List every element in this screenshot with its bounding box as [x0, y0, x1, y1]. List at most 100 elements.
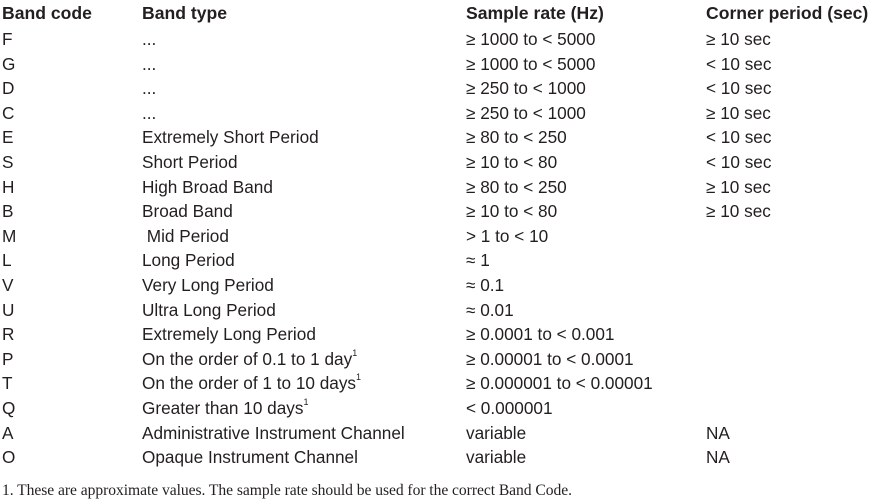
table-row: U Ultra Long Period ≈ 0.01 — [0, 298, 889, 323]
band-type-text: Opaque Instrument Channel — [142, 447, 358, 468]
band-type-cell: Very Long Period — [142, 273, 274, 298]
band-type-text: ... — [142, 29, 157, 49]
sample-rate-cell: ≈ 1 — [466, 250, 490, 271]
band-type-cell: On the order of 0.1 to 1 day1 — [142, 347, 357, 372]
band-code-cell: A — [2, 422, 14, 443]
corner-period-cell: < 10 sec — [706, 151, 772, 172]
sample-rate-cell: ≥ 250 to < 1000 — [466, 78, 586, 99]
table-row: V Very Long Period ≈ 0.1 — [0, 273, 889, 298]
sample-rate-cell: ≥ 1000 to < 5000 — [466, 29, 596, 49]
table-row: E Extremely Short Period ≥ 80 to < 250 < 10… — [0, 125, 889, 150]
band-type-cell: Mid Period — [142, 224, 229, 249]
band-type-text: ... — [142, 53, 157, 74]
band-type-text: Greater than 10 days — [142, 397, 304, 418]
sample-rate-cell: ≥ 80 to < 250 — [466, 127, 567, 148]
band-type-text: ... — [142, 102, 157, 123]
band-code-cell: E — [2, 127, 14, 148]
header-sample-rate: Sample rate (Hz) — [466, 3, 604, 23]
band-code-cell: S — [2, 151, 14, 172]
sample-rate-cell: ≥ 0.000001 to < 0.00001 — [466, 373, 653, 394]
table-row: F... ≥ 1000 to < 5000 ≥ 10 sec — [0, 27, 889, 52]
band-type-text: Mid Period — [142, 225, 229, 246]
band-type-cell: ... — [142, 27, 156, 52]
corner-period-cell: ≥ 10 sec — [706, 29, 771, 49]
band-type-text: On the order of 0.1 to 1 day — [142, 348, 353, 369]
table-row: R Extremely Long Period ≥ 0.0001 to < 0.00… — [0, 322, 889, 347]
corner-period-cell: < 10 sec — [706, 78, 772, 99]
band-type-text: Extremely Short Period — [142, 127, 319, 148]
band-type-cell: On the order of 1 to 10 days1 — [142, 371, 361, 396]
sample-rate-cell: > 1 to < 10 — [466, 225, 549, 246]
sample-rate-cell: variable — [466, 422, 527, 443]
band-code-cell: C — [2, 102, 15, 123]
footnote-marker: 1 — [352, 347, 358, 358]
sample-rate-cell: ≥ 0.0001 to < 0.001 — [466, 324, 615, 345]
table-row: D... ≥ 250 to < 1000 < 10 sec — [0, 76, 889, 101]
band-type-text: Very Long Period — [142, 274, 274, 295]
band-code-cell: U — [2, 299, 15, 320]
sample-rate-cell: ≥ 0.00001 to < 0.0001 — [466, 348, 634, 369]
band-code-cell: B — [2, 201, 14, 222]
header-band-type: Band type — [142, 3, 228, 23]
band-code-cell: H — [2, 176, 15, 197]
band-type-text: Extremely Long Period — [142, 324, 316, 345]
corner-period-cell: < 10 sec — [706, 127, 772, 148]
band-code-cell: O — [2, 447, 16, 468]
band-type-cell: Opaque Instrument Channel — [142, 445, 358, 470]
band-code-cell: T — [2, 373, 13, 394]
footnote: 1. These are approximate values. The sam… — [2, 482, 572, 499]
table-header-row: Band code Band type Sample rate (Hz) Cor… — [0, 0, 889, 27]
band-code-table: Band code Band type Sample rate (Hz) Cor… — [0, 0, 889, 470]
band-code-cell: P — [2, 348, 14, 369]
band-code-cell: F — [2, 29, 13, 49]
band-type-cell: ... — [142, 52, 156, 77]
band-type-text: ... — [142, 78, 157, 99]
table-row: A Administrative Instrument Channel variab… — [0, 421, 889, 446]
band-code-cell: Q — [2, 397, 16, 418]
band-type-cell: Long Period — [142, 248, 235, 273]
band-type-text: High Broad Band — [142, 176, 273, 197]
band-code-cell: L — [2, 250, 12, 271]
sample-rate-cell: ≥ 1000 to < 5000 — [466, 53, 596, 74]
table-row: C... ≥ 250 to < 1000 ≥ 10 sec — [0, 101, 889, 126]
band-type-cell: Administrative Instrument Channel — [142, 421, 405, 446]
sample-rate-cell: ≥ 80 to < 250 — [466, 176, 567, 197]
corner-period-cell: ≥ 10 sec — [706, 102, 771, 123]
band-type-cell: Extremely Long Period — [142, 322, 316, 347]
band-type-text: Short Period — [142, 151, 238, 172]
sample-rate-cell: ≥ 10 to < 80 — [466, 201, 558, 222]
footnote-marker: 1 — [356, 372, 362, 383]
band-type-cell: Broad Band — [142, 199, 233, 224]
corner-period-cell: < 10 sec — [706, 53, 772, 74]
table-row: M Mid Period> 1 to < 10 — [0, 224, 889, 249]
header-band-code: Band code — [2, 3, 92, 23]
band-type-cell: Ultra Long Period — [142, 298, 276, 323]
band-type-text: Broad Band — [142, 201, 233, 222]
table-row: P On the order of 0.1 to 1 day1 ≥ 0.00001 … — [0, 347, 889, 372]
corner-period-cell: NA — [706, 422, 730, 443]
sample-rate-cell: variable — [466, 447, 527, 468]
sample-rate-cell: < 0.000001 — [466, 397, 553, 418]
sample-rate-cell: ≈ 0.01 — [466, 299, 514, 320]
sample-rate-cell: ≥ 250 to < 1000 — [466, 102, 586, 123]
band-type-cell: ... — [142, 76, 156, 101]
header-corner-period: Corner period (sec) — [706, 3, 869, 23]
table-row: T On the order of 1 to 10 days1 ≥ 0.000001… — [0, 371, 889, 396]
band-type-text: Long Period — [142, 250, 235, 271]
table-row: G...≥ 1000 to < 5000< 10 sec — [0, 52, 889, 77]
sample-rate-cell: ≈ 0.1 — [466, 274, 505, 295]
table-row: L Long Period ≈ 1 — [0, 248, 889, 273]
band-code-cell: V — [2, 274, 14, 295]
band-type-text: On the order of 1 to 10 days — [142, 373, 357, 394]
band-code-cell: R — [2, 324, 15, 345]
band-type-cell: Extremely Short Period — [142, 125, 319, 150]
band-code-cell: D — [2, 78, 15, 99]
table-row: H High Broad Band ≥ 80 to < 250 ≥ 10 sec — [0, 175, 889, 200]
band-type-cell: High Broad Band — [142, 175, 273, 200]
corner-period-cell: ≥ 10 sec — [706, 176, 771, 197]
band-type-cell: ... — [142, 101, 156, 126]
band-type-text: Ultra Long Period — [142, 299, 276, 320]
